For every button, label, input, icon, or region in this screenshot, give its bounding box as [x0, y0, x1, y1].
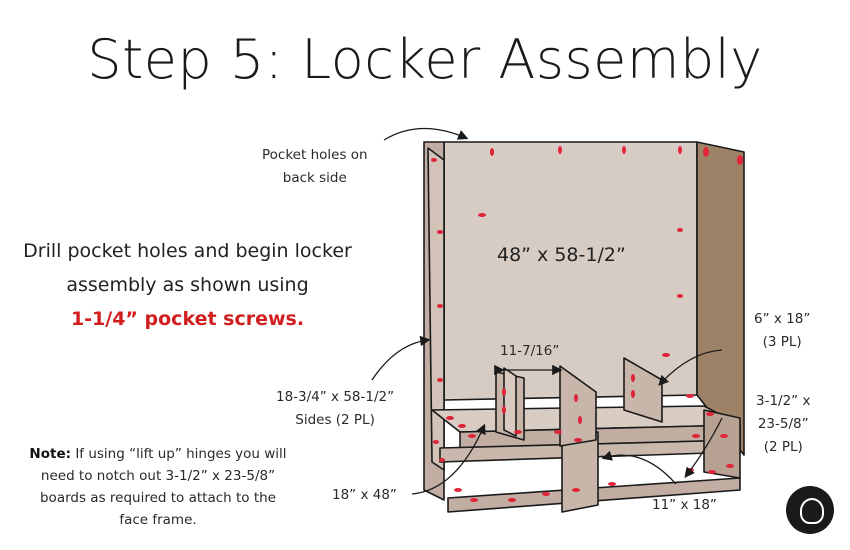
divider-label: 6” x 18” (3 PL) [754, 311, 811, 350]
note-label: Note: [29, 446, 72, 462]
cubby-arrow [601, 450, 677, 485]
sides-label: 18-3/4” x 58-1/2” Sides (2 PL) [276, 389, 395, 428]
gap-dimension: 11-7/16” [500, 343, 560, 359]
cubby-label: 11” x 18” [652, 497, 717, 513]
right-side-panel [696, 141, 745, 456]
pocket-holes-label: Pocket holes on back side [262, 147, 368, 186]
pocket-holes-arrow [383, 127, 469, 141]
page-title: Step 5: Locker Assembly [87, 28, 763, 91]
sides-arrow [371, 335, 431, 381]
upper-divider-2 [559, 365, 597, 447]
upper-divider-1-face [503, 367, 517, 437]
note: Note: If using “lift up” hinges you will… [28, 443, 288, 531]
instructions: Drill pocket holes and begin locker asse… [10, 234, 365, 336]
rail-label: 3-1/2” x 23-5/8” (2 PL) [756, 393, 811, 455]
brand-logo-icon [786, 486, 834, 534]
back-panel [443, 141, 698, 401]
divider-arrow [658, 349, 723, 386]
screw-spec: 1-1/4” pocket screws. [70, 308, 305, 330]
left-side-face [427, 147, 445, 471]
right-bottom-block [703, 409, 741, 479]
shelf-label: 18” x 48” [332, 487, 397, 503]
back-panel-dimension: 48” x 58-1/2” [497, 244, 626, 266]
shelf-arrow [411, 423, 486, 495]
upper-divider-3 [623, 357, 663, 423]
note-text: If using “lift up” hinges you will need … [39, 446, 287, 528]
rail-arrow [684, 417, 723, 479]
